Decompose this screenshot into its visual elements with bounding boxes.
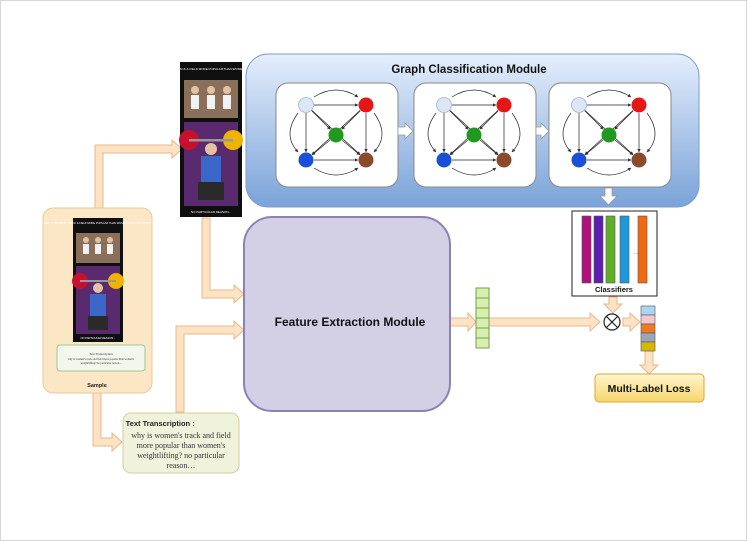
arrow-graph-2-to-3 <box>535 122 550 140</box>
graph-edge <box>311 110 331 130</box>
meme-image: WHY IS WOMEN'S TRACK & FIELD MORE POPULA… <box>149 62 273 217</box>
sample-caption-line3: weightlifting? no particular reason... <box>81 362 122 365</box>
node-blue <box>298 152 314 168</box>
graph-edge <box>373 112 383 153</box>
node-light <box>436 97 452 113</box>
feature-module-title: Feature Extraction Module <box>275 315 426 329</box>
sample-meme-top-text: WHY IS WOMEN'S TRACK & FIELD MORE POPULA… <box>44 221 152 225</box>
graph-edge <box>313 89 359 98</box>
transcription-line1: why is women's track and field <box>131 431 230 440</box>
feature-vector <box>475 287 490 349</box>
result-vector <box>640 305 656 352</box>
result-cell-4 <box>640 332 656 343</box>
arrow-classifiers-to-multiply <box>602 296 624 314</box>
arrow-vector-to-multiply <box>488 311 601 333</box>
graph-panel-1 <box>275 82 399 188</box>
graph-edge <box>479 139 499 156</box>
graph-edge <box>584 139 604 156</box>
classifier-bar-1 <box>581 215 592 284</box>
classifier-bar-5 <box>637 215 648 284</box>
classifier-bar-2 <box>593 215 604 284</box>
graph-edge <box>614 139 634 156</box>
graph-edge <box>614 110 634 130</box>
graph-edge <box>311 139 331 156</box>
sample-caption-line1: Text Transcription <box>89 352 113 356</box>
sample-caption-box <box>56 344 146 372</box>
transcription-line3: weightlifting? no particular <box>137 451 225 460</box>
classifiers-ellipsis: .... <box>634 250 640 256</box>
graph-edge <box>479 110 499 130</box>
arrow-image-to-feature <box>201 217 245 305</box>
graph-edge <box>289 112 299 153</box>
graph-edge <box>586 89 632 98</box>
flow-arrows <box>92 138 660 453</box>
graph-edge <box>341 110 361 130</box>
feature-extraction-module <box>243 216 451 412</box>
node-green <box>466 127 482 143</box>
result-cell-3 <box>640 323 656 334</box>
graph-edge <box>451 167 497 176</box>
arrow-feature-to-vector <box>449 311 477 333</box>
classifier-bar-4 <box>619 215 630 284</box>
node-red <box>631 97 647 113</box>
classifier-bar-3 <box>605 215 616 284</box>
graph-panel-3 <box>548 82 672 188</box>
result-cell-2 <box>640 314 656 325</box>
graph-edge <box>449 139 469 156</box>
transcription-line2: more popular than women's <box>137 441 226 450</box>
result-cell-5 <box>640 341 656 352</box>
sample-label: Sample <box>87 383 107 389</box>
node-brown <box>358 152 374 168</box>
graph-edge <box>584 110 604 130</box>
meme-top-text: WHY IS WOMEN'S TRACK & FIELD MORE POPULA… <box>149 67 273 71</box>
graph-edge <box>646 112 656 153</box>
graph-edge <box>313 167 359 176</box>
graph-panel-2 <box>413 82 537 188</box>
arrow-sample-to-image <box>94 138 183 209</box>
graph-edge <box>449 110 469 130</box>
classifiers-label: Classifiers <box>595 285 633 294</box>
multi-label-loss-label: Multi-Label Loss <box>608 383 691 395</box>
graph-edge <box>562 112 572 153</box>
graph-edge <box>451 89 497 98</box>
sample-meme-bottom-text: NO PARTICULAR REASON... <box>81 336 116 340</box>
arrow-multiply-to-result <box>622 311 641 333</box>
multiply-operator <box>603 313 621 331</box>
arrow-transcription-to-feature <box>175 319 245 413</box>
node-green <box>328 127 344 143</box>
node-green <box>601 127 617 143</box>
node-blue <box>571 152 587 168</box>
graph-edge <box>586 167 632 176</box>
result-cell-1 <box>640 305 656 316</box>
node-light <box>298 97 314 113</box>
transcription-line4: reason… <box>167 461 196 470</box>
graph-edge <box>427 112 437 153</box>
arrow-result-to-loss <box>638 350 660 375</box>
multi-label-loss-box <box>594 373 705 403</box>
arrow-sample-to-transcription <box>92 391 123 453</box>
graph-edge <box>341 139 361 156</box>
graph-edge <box>511 112 521 153</box>
sample-caption-line2: why is women's track and field more popu… <box>68 358 135 361</box>
arrow-graph-to-classifiers <box>599 187 618 206</box>
node-light <box>571 97 587 113</box>
graph-panels <box>275 82 672 188</box>
node-blue <box>436 152 452 168</box>
transcription-box <box>122 412 240 474</box>
node-brown <box>631 152 647 168</box>
classifier-bars <box>581 215 648 284</box>
node-brown <box>496 152 512 168</box>
node-red <box>358 97 374 113</box>
graph-module-title: Graph Classification Module <box>391 64 546 76</box>
transcription-title: Text Transcription : <box>126 419 195 428</box>
sample-meme-thumbnail: WHY IS WOMEN'S TRACK & FIELD MORE POPULA… <box>44 218 152 342</box>
node-red <box>496 97 512 113</box>
arrow-graph-1-to-2 <box>397 122 414 140</box>
meme-bottom-text: NO PARTICULAR REASON... <box>191 210 231 214</box>
graph-panel-arrows <box>397 122 618 206</box>
